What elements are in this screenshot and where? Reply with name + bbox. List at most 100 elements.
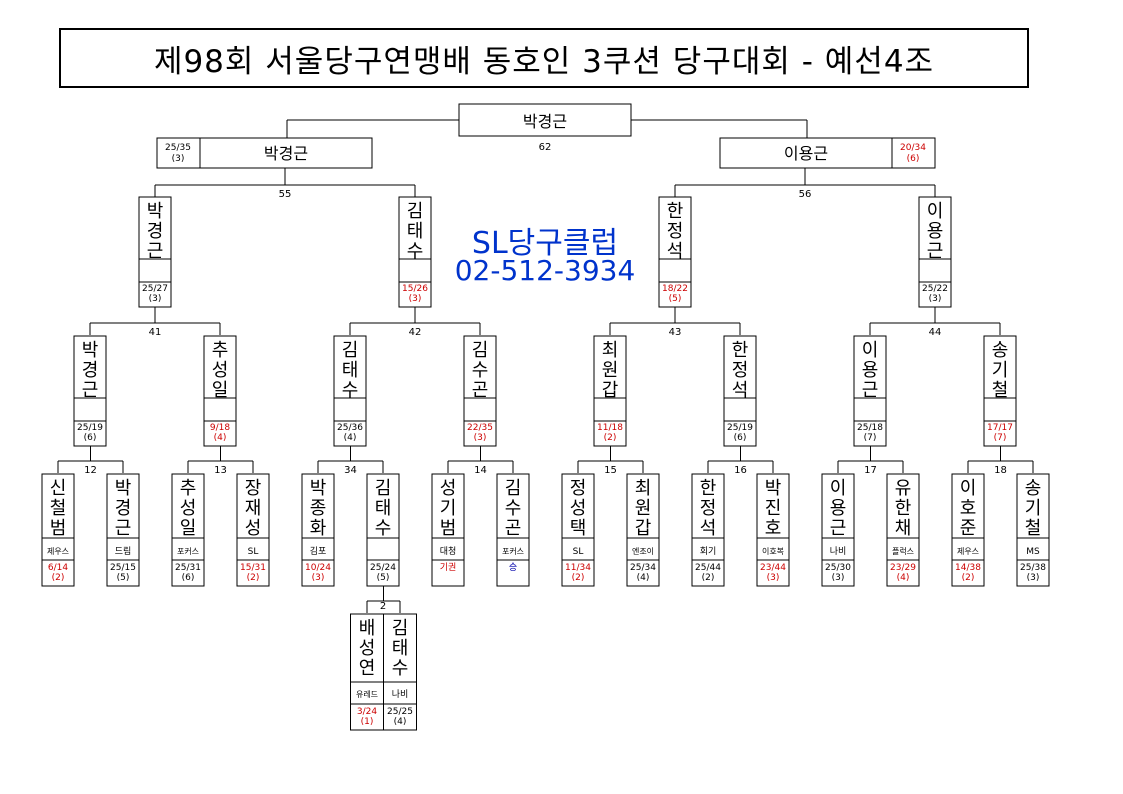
round3-player-score: 25/27 — [142, 284, 168, 294]
round2-player-box — [203, 335, 237, 447]
round2-player-name-char: 김 — [342, 340, 359, 361]
round2-player-name-char: 이 — [862, 340, 879, 361]
final-winner: 박경근 — [523, 112, 567, 131]
round2-player-box — [463, 335, 497, 447]
prelim-player-box — [350, 613, 384, 731]
round2-player-name-char: 근 — [862, 380, 879, 401]
round1-player-innings: (4) — [897, 573, 910, 583]
round1-player-score: 25/38 — [1020, 563, 1046, 573]
round1-player-name-char: 채 — [895, 518, 912, 539]
round1-player-score: 23/44 — [760, 563, 786, 573]
round2-player-name-char: 일 — [212, 380, 229, 401]
round2-player-name-char: 한 — [732, 340, 749, 361]
round2-player-name-char: 용 — [862, 360, 879, 381]
round2-player-innings: (3) — [474, 433, 487, 443]
round1-player-name-char: 김 — [505, 478, 522, 499]
round1-player-name-char: 호 — [960, 498, 977, 519]
club-phone: 02-512-3934 — [454, 254, 636, 287]
round2-player-box — [73, 335, 107, 447]
round1-player-name-char: 일 — [180, 518, 197, 539]
round1-player-box — [301, 473, 335, 587]
round1-player-name-char: 진 — [765, 498, 782, 519]
round3-player-name-char: 박 — [147, 201, 164, 222]
round1-player-name-char: 한 — [895, 498, 912, 519]
prelim-player-score: 3/24 — [357, 707, 377, 717]
round1-player-club: 포커스 — [502, 547, 524, 556]
round1-player-name-char: 추 — [180, 478, 197, 499]
round1-player-name-char: 박 — [765, 478, 782, 499]
round1-player-score: 23/29 — [890, 563, 916, 573]
round1-player-name-char: 용 — [830, 498, 847, 519]
round3-player-name-char: 김 — [407, 201, 424, 222]
prelim-player-club: 유레드 — [356, 690, 378, 699]
round1-player-name-char: 수 — [505, 498, 522, 519]
round1-player-name-char: 태 — [375, 498, 392, 519]
page-title: 제98회 서울당구연맹배 동호인 3쿠션 당구대회 - 예선4조 — [153, 43, 935, 80]
round3-player-name-char: 한 — [667, 201, 684, 222]
round1-player-name-char: 성 — [180, 498, 197, 519]
round2-player-innings: (7) — [864, 433, 877, 443]
round2-player-name-char: 최 — [602, 340, 619, 361]
round1-player-name-char: 김 — [375, 478, 392, 499]
round1-player-box — [821, 473, 855, 587]
round1-player-club: 엔조이 — [632, 546, 654, 556]
round1-player-name-char: 최 — [635, 478, 652, 499]
round2-player-name-char: 원 — [602, 360, 619, 381]
round2-player-innings: (7) — [994, 433, 1007, 443]
round1-player-club: 제우스 — [957, 547, 979, 556]
round1-player-box — [561, 473, 595, 587]
round2-player-innings: (6) — [734, 433, 747, 443]
round3-player-innings: (3) — [409, 294, 422, 304]
round2-player-innings: (2) — [604, 433, 617, 443]
round2-player-score: 25/19 — [77, 423, 103, 433]
round2-player-name-char: 정 — [732, 360, 749, 381]
round2-player-innings: (4) — [214, 433, 227, 443]
round1-player-name-char: 준 — [960, 518, 977, 539]
round1-player-name-char: 갑 — [635, 518, 652, 539]
round1-player-name-char: 석 — [700, 518, 717, 539]
round2-player-box — [333, 335, 367, 447]
round2-joint-label: 17 — [864, 465, 877, 476]
round2-player-name-char: 성 — [212, 360, 229, 381]
round2-player-box — [723, 335, 757, 447]
round1-player-score: 6/14 — [48, 563, 68, 573]
round1-player-name-char: 곤 — [505, 518, 522, 539]
round1-player-score: 25/30 — [825, 563, 851, 573]
round1-player-name-char: 철 — [1025, 518, 1042, 539]
round2-joint-label: 18 — [994, 465, 1007, 476]
round1-player-innings: (2) — [52, 573, 65, 583]
round1-player-club: 제우스 — [47, 547, 69, 556]
round3-player-name-char: 정 — [667, 221, 684, 242]
round1-player-box — [626, 473, 660, 587]
prelim-player-name-char: 배 — [359, 618, 376, 639]
round2-player-name-char: 철 — [992, 380, 1009, 401]
semifinal-name: 박경근 — [264, 144, 308, 163]
round1-player-club: SL — [248, 547, 259, 557]
round3-joint-label: 44 — [929, 327, 942, 338]
round1-player-club: 대청 — [440, 546, 457, 557]
round3-player-name-char: 근 — [927, 241, 944, 262]
round1-player-club: 나비 — [830, 546, 847, 557]
round3-player-score: 18/22 — [662, 284, 688, 294]
round1-player-club: 드림 — [115, 545, 132, 557]
semifinal-box — [719, 137, 936, 169]
round1-player-box — [431, 473, 465, 587]
prelim-player-innings: (4) — [394, 717, 407, 727]
round2-player-name-char: 김 — [472, 340, 489, 361]
round1-player-name-char: 기 — [1025, 498, 1042, 519]
round1-player-name-char: 호 — [765, 518, 782, 539]
round1-player-box — [236, 473, 270, 587]
round2-player-score: 25/36 — [337, 423, 363, 433]
round2-joint-label: 16 — [734, 465, 747, 476]
round2-player-name-char: 근 — [82, 380, 99, 401]
round1-player-score: 25/31 — [175, 563, 201, 573]
round1-player-name-char: 경 — [115, 498, 132, 519]
semi-joint-right-label: 56 — [799, 189, 812, 200]
round1-player-club: MS — [1026, 547, 1040, 557]
round3-player-name-char: 이 — [927, 201, 944, 222]
round1-player-name-char: 철 — [50, 498, 67, 519]
round1-player-name-char: 성 — [440, 478, 457, 499]
round3-player-name-char: 석 — [667, 241, 684, 262]
round1-player-score: 25/34 — [630, 563, 656, 573]
